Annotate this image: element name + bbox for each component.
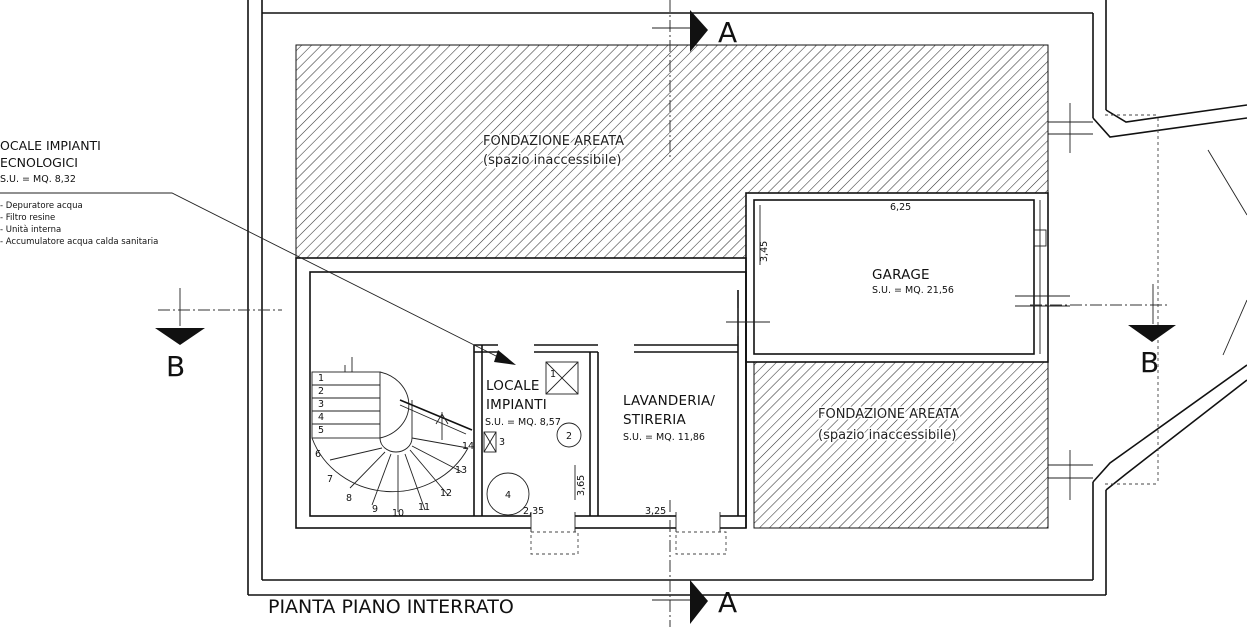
legend-leader <box>0 192 516 365</box>
equipment-label-4: 4 <box>505 490 511 501</box>
hatched-foundation-top <box>295 44 1049 259</box>
legend-item: - Depuratore acqua <box>0 201 83 211</box>
legend-item: - Unità interna <box>0 225 61 235</box>
stair-step-label: 9 <box>372 504 378 515</box>
hatched-top-sub: (spazio inaccessibile) <box>483 153 621 168</box>
drawing-title: PIANTA PIANO INTERRATO <box>268 596 514 618</box>
stair-step-label: 2 <box>318 386 324 397</box>
stair-step-label: 11 <box>418 502 430 513</box>
stair-step-label: 13 <box>455 465 467 476</box>
stair-step-label: 6 <box>315 449 321 460</box>
spiral-staircase <box>311 357 473 512</box>
section-label-a-bottom: A <box>718 586 737 619</box>
lavanderia-label-2: STIRERIA <box>623 412 686 428</box>
door-openings <box>530 295 1070 555</box>
stair-step-label: 14 <box>462 441 474 452</box>
locale-width: 2,35 <box>523 506 544 517</box>
stair-step-label: 7 <box>327 474 333 485</box>
stair-step-label: 4 <box>318 412 324 423</box>
section-label-b-right: B <box>1140 346 1159 379</box>
stair-step-label: 10 <box>392 508 404 519</box>
dimension-marks <box>574 205 761 500</box>
outer-walls <box>247 0 1107 596</box>
garage-area: S.U. = MQ. 21,56 <box>872 285 954 296</box>
stair-step-label: 3 <box>318 399 324 410</box>
equipment-label-2: 2 <box>566 431 572 442</box>
hatched-right-sub: (spazio inaccessibile) <box>818 428 956 443</box>
legend-area: S.U. = MQ. 8,32 <box>0 174 76 185</box>
garage-label: GARAGE <box>872 267 930 283</box>
stair-step-label: 1 <box>318 373 324 384</box>
equipment-2-circle <box>556 422 582 448</box>
section-label-b-left: B <box>166 350 185 383</box>
equipment-4-circle <box>486 472 530 516</box>
legend-title-1: OCALE IMPIANTI <box>0 138 101 153</box>
lavanderia-label-1: LAVANDERIA/ <box>623 393 715 409</box>
equipment <box>483 361 582 516</box>
equipment-1-box <box>545 361 579 395</box>
equipment-3-box <box>483 431 497 453</box>
locale-label-1: LOCALE <box>486 378 540 394</box>
ramp-outline <box>1048 103 1247 500</box>
locale-height: 3,65 <box>576 475 587 496</box>
locale-label-2: IMPIANTI <box>486 397 547 413</box>
garage-width: 6,25 <box>890 202 911 213</box>
stair-step-label: 5 <box>318 425 324 436</box>
locale-area: S.U. = MQ. 8,57 <box>485 417 561 428</box>
legend-item: - Filtro resine <box>0 213 55 223</box>
garage-height: 3,45 <box>759 241 770 262</box>
equipment-label-3: 3 <box>499 437 505 448</box>
lavanderia-area: S.U. = MQ. 11,86 <box>623 432 705 443</box>
section-label-a-top: A <box>718 16 737 49</box>
lavanderia-width: 3,25 <box>645 506 666 517</box>
hatched-foundation-right <box>753 361 1049 529</box>
stair-step-label: 8 <box>346 493 352 504</box>
hatched-top-label: FONDAZIONE AREATA <box>483 134 624 149</box>
hatched-right-label: FONDAZIONE AREATA <box>818 407 959 422</box>
stair-step-label: 12 <box>440 488 452 499</box>
section-lines <box>155 0 1176 627</box>
equipment-label-1: 1 <box>550 369 556 380</box>
legend-title-2: ECNOLOGICI <box>0 155 78 170</box>
legend-item: - Accumulatore acqua calda sanitaria <box>0 237 158 247</box>
